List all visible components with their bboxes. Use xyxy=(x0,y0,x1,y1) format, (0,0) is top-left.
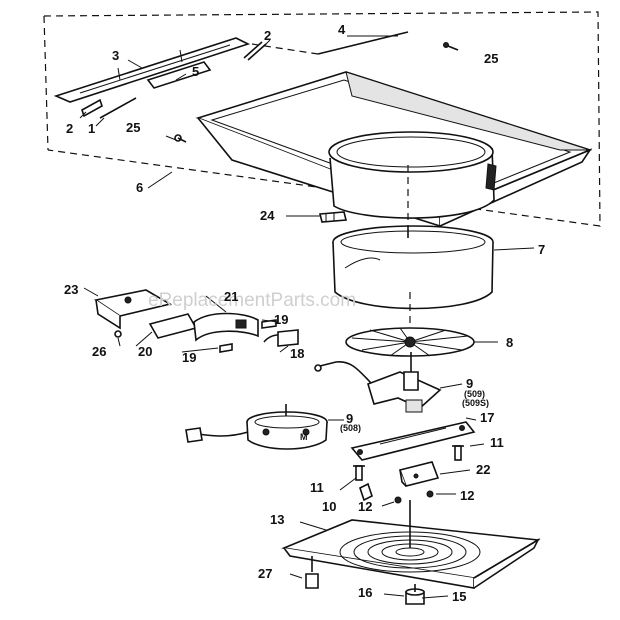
part-9-motor-bracket-509 xyxy=(314,352,442,413)
watermark: eReplacementParts.com xyxy=(148,290,356,311)
callout-11: 11 xyxy=(310,480,324,495)
part-25-screw-left xyxy=(174,134,187,143)
part-5-plate xyxy=(146,61,212,89)
callout-19: 19 xyxy=(274,312,288,327)
callout-27: 27 xyxy=(258,566,272,581)
callout-15: 15 xyxy=(452,589,466,604)
part-1-rod xyxy=(99,97,137,119)
part-27-post xyxy=(305,556,319,589)
part-12-fastener-right xyxy=(426,490,434,498)
model-note-508: (508) xyxy=(340,423,361,433)
callout-8: 8 xyxy=(506,335,513,350)
callout-24: 24 xyxy=(260,208,275,223)
callout-10: 10 xyxy=(322,499,336,514)
callout-18: 18 xyxy=(290,346,304,361)
part-7-blower-housing xyxy=(332,225,494,336)
part-23-junction-box xyxy=(93,289,173,330)
part-11-screw-left xyxy=(353,465,365,481)
callout-13: 13 xyxy=(270,512,284,527)
part-3-bracket xyxy=(53,37,251,103)
callout-3: 3 xyxy=(112,48,119,63)
part-11-screw-right xyxy=(452,445,464,461)
callout-25: 25 xyxy=(126,120,140,135)
callout-4: 4 xyxy=(338,22,346,37)
callout-25: 25 xyxy=(484,51,498,66)
callout-5: 5 xyxy=(192,64,199,79)
callout-1: 1 xyxy=(88,121,95,136)
callout-23: 23 xyxy=(64,282,78,297)
part-21-cover xyxy=(193,312,259,342)
svg-text:M: M xyxy=(300,432,308,442)
callout-2: 2 xyxy=(66,121,73,136)
callout-2: 2 xyxy=(264,28,271,43)
callout-21: 21 xyxy=(224,289,238,304)
part-12-fastener-left xyxy=(394,496,402,504)
part-19-clip-lower xyxy=(219,343,233,353)
callout-9: 9 xyxy=(346,411,353,426)
callout-7: 7 xyxy=(538,242,545,257)
callout-12: 12 xyxy=(460,488,474,503)
callout-26: 26 xyxy=(92,344,106,359)
part-22-receptacle xyxy=(398,461,440,487)
part-8-fan-blade xyxy=(345,327,475,357)
callout-6: 6 xyxy=(136,180,143,195)
part-26-screw xyxy=(114,330,122,338)
callout-20: 20 xyxy=(138,344,152,359)
callout-12: 12 xyxy=(358,499,372,514)
part-9-motor-508: M xyxy=(185,404,328,450)
part-24-connector xyxy=(318,211,348,223)
callout-9: 9 xyxy=(466,376,473,391)
callout-22: 22 xyxy=(476,462,490,477)
part-18-wire-connector xyxy=(263,329,299,347)
leader-lines xyxy=(79,35,535,599)
part-6-housing xyxy=(195,71,593,232)
model-note-509: (509) xyxy=(464,389,485,399)
part-20-cover-plate xyxy=(148,313,198,339)
callout-labels: 1 2 2 3 4 5 6 7 8 9 9 10 11 11 12 12 13 … xyxy=(64,22,545,604)
part-25-screw-top xyxy=(443,42,459,51)
part-13-grille xyxy=(281,500,541,589)
callout-17: 17 xyxy=(480,410,494,425)
callout-16: 16 xyxy=(358,585,372,600)
part-4-rod xyxy=(251,31,409,55)
part-10-bracket xyxy=(359,482,373,502)
callout-19: 19 xyxy=(182,350,196,365)
model-notes: (509) (509S) (508) xyxy=(340,389,489,433)
callout-11: 11 xyxy=(490,435,504,450)
model-note-509s: (509S) xyxy=(462,398,489,408)
part-17-mounting-plate xyxy=(350,421,476,461)
